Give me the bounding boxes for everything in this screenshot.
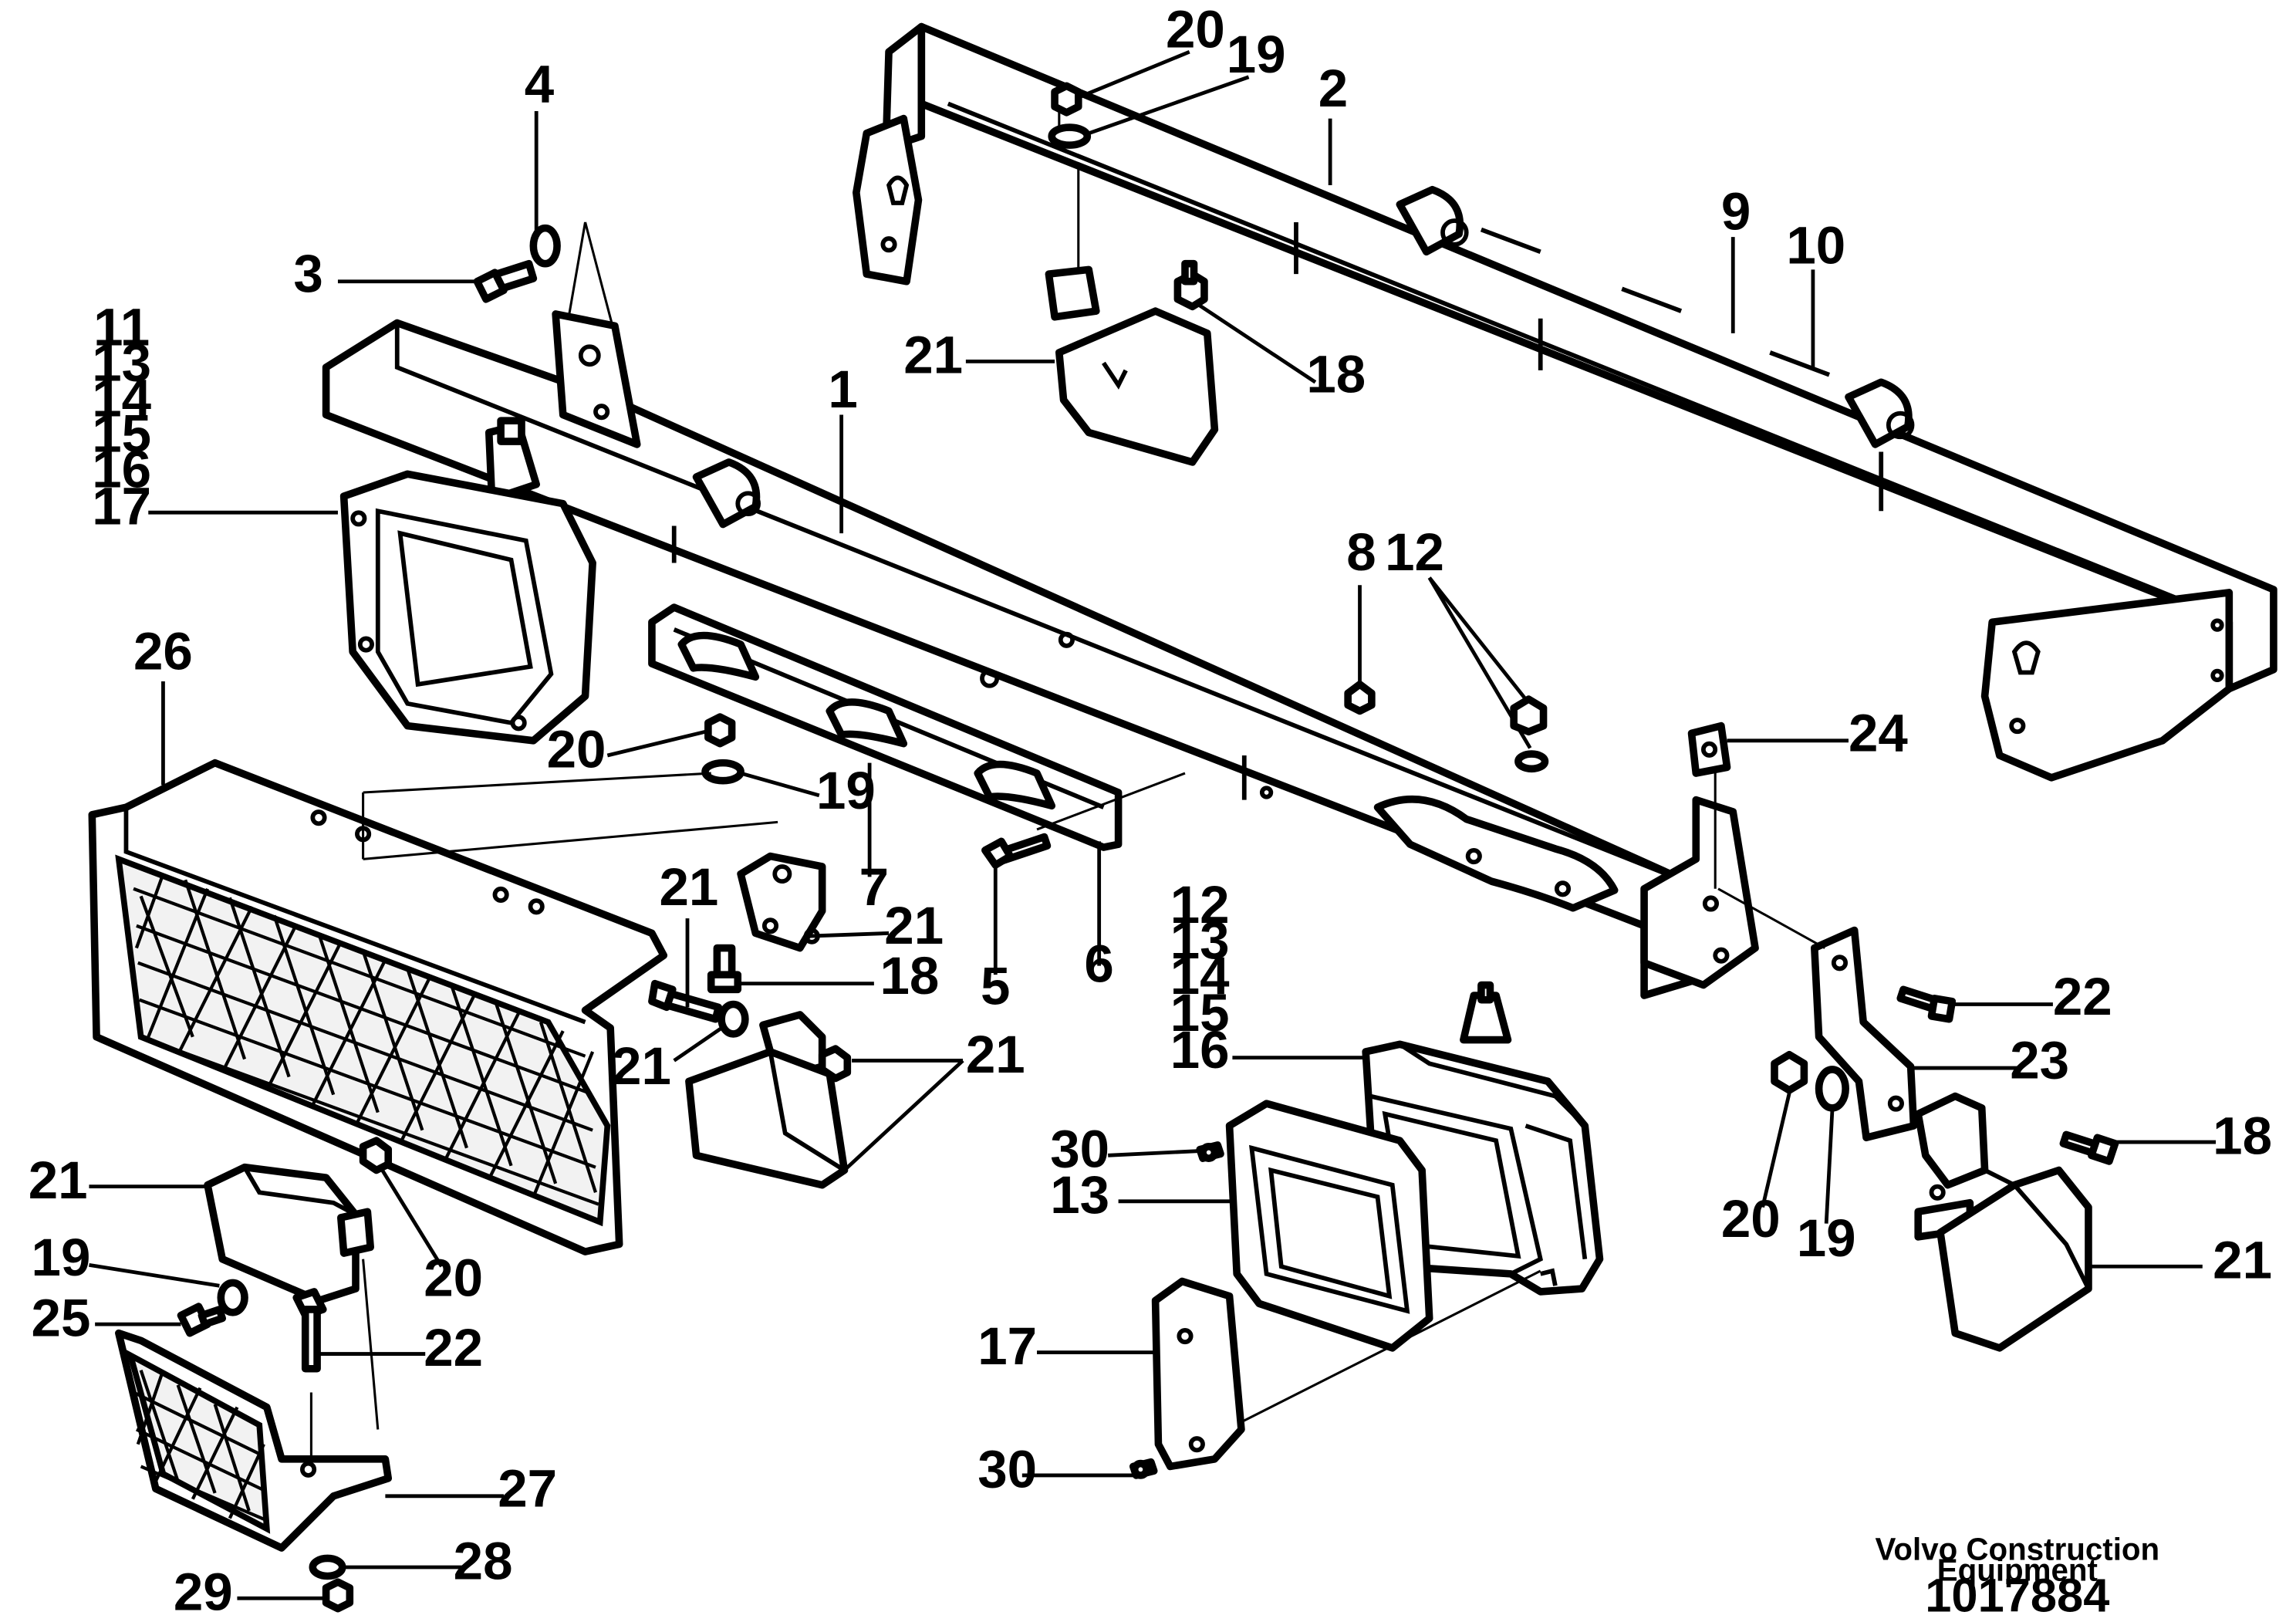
worklamp-lower-left [204,1137,393,1305]
callout-labels: 20 19 2 4 3 9 10 11 13 14 15 16 17 1 21 … [29,0,2272,1622]
nut-29 [322,1578,354,1613]
screw-18-center [707,944,742,994]
callout-21: 21 [659,857,718,917]
headlamp-left [339,417,596,745]
bracket-21-center [737,852,826,952]
callout-25: 25 [32,1288,91,1348]
part-2-upper-frame [853,22,2277,782]
callout-3: 3 [293,243,322,303]
screw-30-lower [1129,1458,1158,1479]
callout-21: 21 [2213,1230,2272,1290]
callout-19: 19 [32,1227,91,1287]
cover-17 [1151,1269,1541,1471]
callout-26: 26 [133,621,193,681]
bracket-23 [1717,887,1918,1142]
callout-14: 14 [92,367,151,427]
callout-14: 14 [1170,945,1230,1005]
callout-16: 16 [92,439,151,499]
callout-23: 23 [2010,1029,2069,1090]
callout-9: 9 [1721,181,1751,242]
screw-18-right [2059,1130,2119,1165]
callout-21: 21 [612,1036,671,1096]
callout-21: 21 [884,895,944,955]
screw-5 [981,833,1052,869]
washer-19-lower [217,1279,248,1316]
callout-12: 12 [1385,522,1444,582]
callout-15: 15 [92,403,151,463]
grille-26 [88,759,778,1255]
callout-20: 20 [547,718,606,779]
nut-20-right [1771,1050,1808,1094]
callout-12: 12 [1170,874,1230,934]
callout-7: 7 [859,857,889,917]
callout-22: 22 [2053,966,2112,1026]
screw-25 [177,1303,227,1337]
callout-18: 18 [1306,344,1366,404]
nut-washer-top [1048,82,1092,149]
callout-19: 19 [1227,24,1286,84]
callout-17: 17 [92,476,151,536]
worklamp-right [1914,1092,2092,1352]
nut-washer-12 [1510,695,1549,773]
grille-27 [115,1329,393,1552]
leader-lines [89,49,2217,1600]
nut-washer-left [701,713,745,785]
callout-19: 19 [816,760,876,820]
callout-5: 5 [981,956,1010,1016]
callout-21: 21 [966,1024,1025,1084]
footer-credit: Volvo Construction Equipment 1017884 [1876,1532,2160,1622]
callout-30: 30 [977,1438,1037,1499]
callout-11: 11 [93,296,150,357]
callout-13: 13 [1050,1164,1109,1225]
callout-20: 20 [424,1248,483,1308]
callout-18: 18 [2213,1105,2272,1165]
callout-19: 19 [1797,1208,1856,1268]
document-number: 1017884 [1925,1570,2109,1622]
callout-15: 15 [1170,982,1230,1042]
callout-17: 17 [977,1316,1037,1376]
screw-30-upper [1196,1141,1224,1162]
screw-22-right [1896,985,1957,1023]
callout-1: 1 [828,359,857,419]
worklamp-center [685,1011,852,1189]
screw-washer-21 [648,979,749,1038]
lamp-frame-13 [1225,1100,1433,1352]
clip-24 [1687,721,1731,889]
callout-30: 30 [1050,1119,1109,1179]
credit-line-2: Equipment [1937,1553,2098,1587]
washer-19-right [1815,1066,1849,1112]
callout-4: 4 [525,53,555,113]
screw-22-lower [292,1259,380,1459]
callout-21: 21 [903,325,963,385]
washer-28 [309,1554,346,1580]
callout-18: 18 [880,945,940,1005]
callout-8: 8 [1346,522,1376,582]
part-1-main-beam [322,310,1759,999]
callout-20: 20 [1721,1188,1781,1249]
callout-2: 2 [1319,58,1348,118]
callout-16: 16 [1170,1019,1230,1080]
callout-13: 13 [1170,910,1230,970]
nut-8 [1344,681,1376,715]
lamp-bar-6-7 [648,603,1186,851]
callout-21: 21 [29,1150,88,1210]
callout-10: 10 [1786,215,1845,275]
callout-6: 6 [1084,934,1113,994]
callout-29: 29 [174,1562,233,1622]
callout-27: 27 [498,1458,557,1518]
credit-line-1: Volvo Construction [1876,1532,2160,1566]
callout-20: 20 [1166,0,1225,59]
worklamp-top [1045,259,1219,466]
callout-13: 13 [92,332,151,392]
callout-22: 22 [424,1317,483,1377]
callout-24: 24 [1849,702,1908,762]
callout-28: 28 [454,1530,513,1590]
